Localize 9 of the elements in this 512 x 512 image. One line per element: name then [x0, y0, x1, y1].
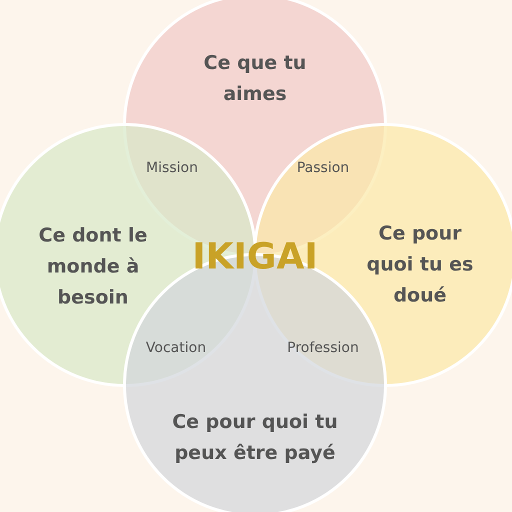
center-title: IKIGAI [192, 236, 318, 278]
overlap-label: Passion [296, 160, 350, 176]
circle-label: Ce que tu aimes [202, 51, 308, 107]
circle-label: Ce dont le monde à besoin [38, 224, 148, 310]
circle-label: Ce pour quoi tu peux être payé [171, 410, 339, 466]
overlap-label: Vocation [146, 340, 206, 356]
circle-label: Ce pour quoi tu es doué [366, 222, 474, 308]
overlap-label: Profession [287, 340, 359, 356]
overlap-label: Mission [146, 160, 198, 176]
